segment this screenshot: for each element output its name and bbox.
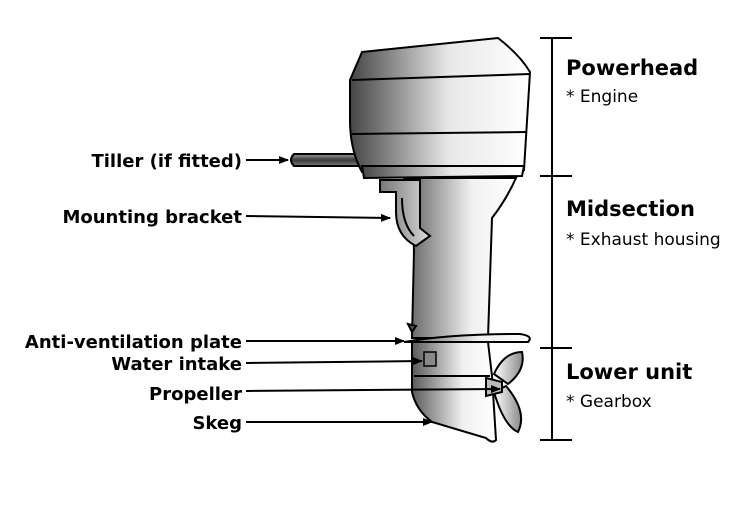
section-powerhead-title: Powerhead bbox=[566, 56, 698, 80]
section-lower-unit: Lower unit * Gearbox bbox=[566, 360, 692, 412]
label-anti-ventilation-plate: Anti-ventilation plate bbox=[25, 332, 405, 353]
label-anti-ventilation-plate-text: Anti-ventilation plate bbox=[25, 332, 242, 353]
section-midsection-title: Midsection bbox=[566, 197, 695, 221]
label-skeg: Skeg bbox=[192, 413, 433, 434]
propeller bbox=[485, 350, 524, 434]
water-intake-grille bbox=[423, 351, 437, 367]
section-midsection: Midsection * Exhaust housing bbox=[566, 197, 721, 250]
tiller-arm bbox=[290, 153, 363, 167]
label-mounting-bracket: Mounting bracket bbox=[62, 207, 391, 228]
section-lower-unit-note: * Gearbox bbox=[566, 392, 652, 412]
section-powerhead-note: * Engine bbox=[566, 87, 638, 107]
label-propeller-text: Propeller bbox=[149, 384, 242, 405]
mounting-bracket bbox=[379, 179, 432, 248]
powerhead-cowling bbox=[349, 36, 532, 180]
label-mounting-bracket-text: Mounting bracket bbox=[62, 207, 242, 228]
label-water-intake: Water intake bbox=[111, 354, 423, 375]
label-tiller: Tiller (if fitted) bbox=[91, 151, 289, 172]
arrow-mounting-bracket bbox=[245, 213, 391, 222]
section-lower-unit-title: Lower unit bbox=[566, 360, 692, 384]
lower-unit-gearbox bbox=[411, 341, 498, 443]
label-propeller: Propeller bbox=[149, 384, 501, 405]
section-brackets bbox=[540, 37, 572, 441]
label-skeg-text: Skeg bbox=[192, 413, 242, 434]
section-midsection-note: * Exhaust housing bbox=[566, 230, 721, 250]
label-water-intake-text: Water intake bbox=[111, 354, 242, 375]
anti-ventilation-plate bbox=[403, 322, 531, 343]
section-powerhead: Powerhead * Engine bbox=[566, 56, 698, 107]
arrow-water-intake bbox=[245, 357, 423, 366]
label-tiller-text: Tiller (if fitted) bbox=[91, 151, 242, 172]
arrow-propeller bbox=[245, 385, 501, 394]
